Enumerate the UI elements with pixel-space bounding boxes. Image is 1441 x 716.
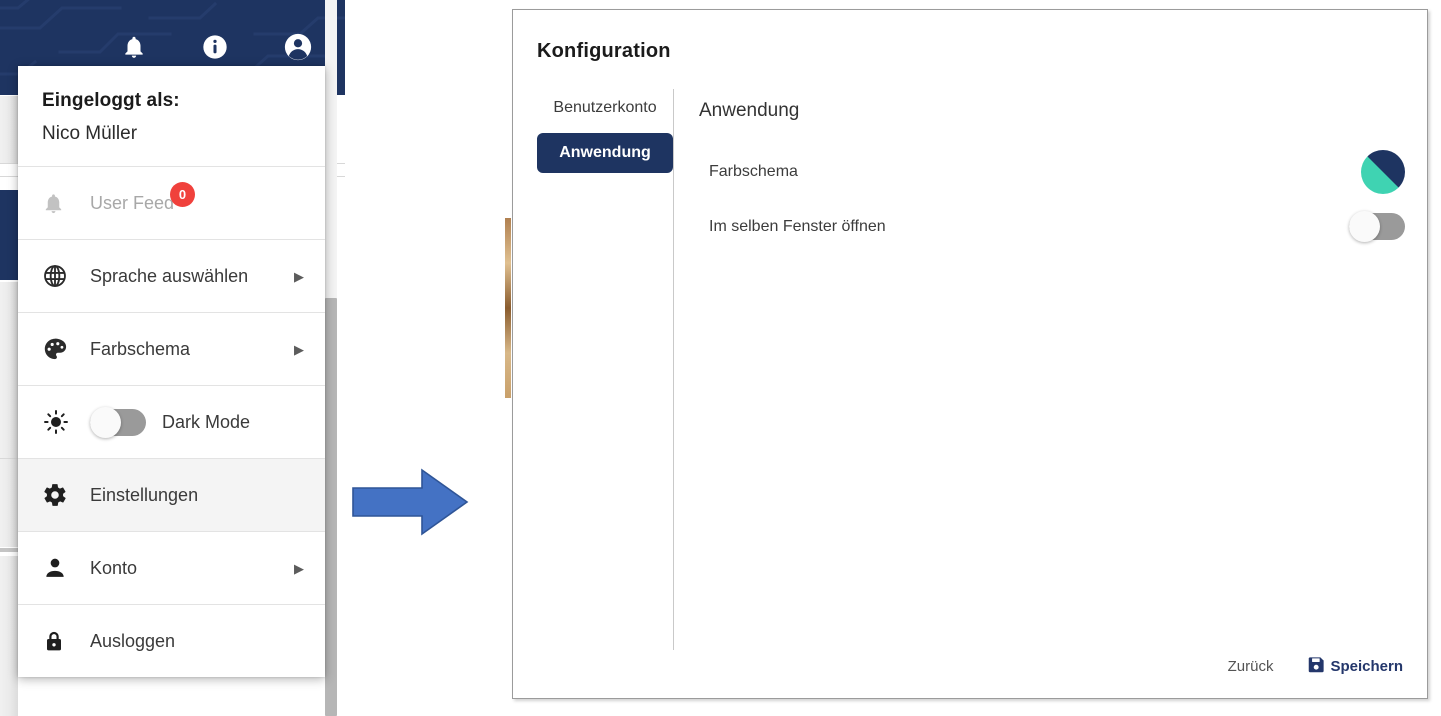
page-scrollbar-thumb[interactable] — [325, 298, 337, 716]
menu-divider — [18, 385, 325, 387]
right-arrow-shape — [352, 468, 469, 536]
user-feed-badge: 0 — [170, 181, 196, 207]
same-window-toggle[interactable] — [1349, 211, 1405, 242]
dark-mode-toggle-wrap[interactable]: Dark Mode — [76, 406, 251, 438]
dialog-section-title: Anwendung — [699, 100, 800, 121]
setting-row-color-scheme: Farbschema — [709, 144, 1405, 199]
page-rail — [0, 282, 18, 547]
info-icon[interactable] — [201, 33, 229, 66]
menu-item-label: Konto — [90, 557, 138, 578]
menu-item-label: Dark Mode — [162, 411, 251, 432]
toggle-knob — [1349, 211, 1380, 242]
save-floppy-icon — [1307, 655, 1326, 678]
globe-icon — [42, 263, 76, 289]
save-button[interactable]: Speichern — [1307, 655, 1403, 678]
menu-divider — [18, 312, 325, 314]
color-scheme-swatch[interactable] — [1361, 149, 1405, 194]
menu-item-settings[interactable]: Einstellungen — [18, 459, 325, 532]
tab-anwendung[interactable]: Anwendung — [537, 133, 673, 173]
page-navy-strip — [0, 190, 20, 280]
flow-arrow — [350, 466, 470, 538]
page-rail — [0, 96, 18, 163]
menu-divider — [18, 458, 325, 460]
menu-item-dark-mode[interactable]: Dark Mode — [18, 386, 325, 458]
configuration-dialog: Konfiguration Benutzerkonto Anwendung An… — [512, 9, 1428, 699]
menu-item-label: Sprache auswählen — [90, 265, 249, 286]
menu-item-language[interactable]: Sprache auswählen ▶ — [18, 240, 325, 312]
logged-in-label: Eingeloggt als: — [42, 90, 180, 111]
tab-benutzerkonto[interactable]: Benutzerkonto — [553, 99, 657, 116]
background-content-sliver — [505, 218, 511, 398]
dialog-footer: Zurück Speichern — [1228, 655, 1403, 678]
palette-icon — [42, 336, 76, 362]
toggle-knob — [90, 406, 121, 438]
menu-item-logout[interactable]: Ausloggen — [18, 605, 325, 677]
back-button[interactable]: Zurück — [1227, 658, 1274, 675]
menu-divider — [18, 239, 325, 241]
menu-divider — [18, 166, 325, 168]
settings-rows: Farbschema Im selben Fenster öffnen — [709, 144, 1405, 254]
page-rail — [0, 556, 18, 716]
save-button-label: Speichern — [1330, 658, 1403, 675]
menu-item-account[interactable]: Konto ▶ — [18, 532, 325, 604]
page-divider — [0, 458, 18, 459]
menu-item-label: Farbschema — [90, 338, 191, 359]
dark-mode-toggle[interactable] — [90, 406, 146, 438]
dialog-tab-list: Benutzerkonto Anwendung — [537, 91, 673, 181]
menu-item-label: Ausloggen — [90, 630, 176, 651]
dialog-title: Konfiguration — [537, 40, 671, 62]
menu-divider — [18, 531, 325, 533]
logged-in-username: Nico Müller — [42, 122, 138, 144]
lock-icon — [42, 628, 76, 654]
bell-icon — [42, 191, 76, 216]
notifications-bell-icon[interactable] — [121, 33, 147, 66]
person-icon — [42, 555, 76, 581]
chevron-right-icon: ▶ — [294, 560, 304, 576]
page-divider — [0, 548, 30, 552]
setting-row-same-window: Im selben Fenster öffnen — [709, 199, 1405, 254]
setting-label: Farbschema — [709, 162, 798, 180]
sun-icon — [42, 408, 76, 436]
menu-item-color-scheme[interactable]: Farbschema ▶ — [18, 313, 325, 385]
setting-label: Im selben Fenster öffnen — [709, 217, 886, 235]
dialog-vertical-divider — [673, 89, 674, 650]
chevron-right-icon: ▶ — [294, 341, 304, 357]
gear-icon — [42, 482, 76, 508]
chevron-right-icon: ▶ — [294, 268, 304, 284]
menu-divider — [18, 604, 325, 606]
account-circle-icon[interactable] — [283, 32, 313, 67]
dropdown-user-header: Eingeloggt als: Nico Müller — [18, 66, 325, 166]
menu-item-label: Einstellungen — [90, 484, 199, 505]
menu-item-text: User Feed — [90, 192, 175, 213]
